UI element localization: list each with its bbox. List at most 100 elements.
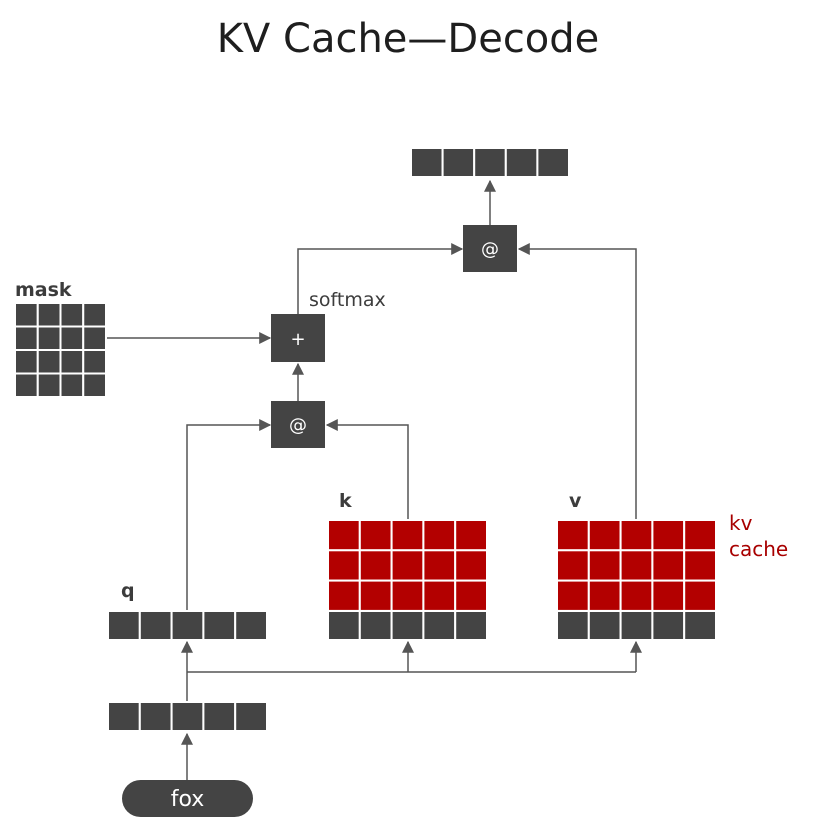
- matmul-scores-symbol: @: [289, 415, 307, 436]
- matrix-cell: [683, 610, 718, 641]
- k-label: k: [339, 490, 352, 512]
- embedding-vector: [107, 701, 268, 732]
- token-pill: fox: [122, 780, 253, 817]
- arrow-k-to-matmul: [325, 419, 409, 520]
- matrix-cell: [587, 610, 622, 641]
- matrix-cell: [422, 610, 457, 641]
- k-new-row: [327, 610, 489, 641]
- matrix-cell: [36, 372, 62, 398]
- arrow-v-to-matmul: [517, 243, 637, 520]
- matrix-cell: [441, 147, 476, 178]
- matrix-cell: [170, 701, 205, 732]
- connectors: [106, 179, 642, 780]
- matrix-cell: [619, 549, 654, 582]
- matrix-cell: [683, 579, 718, 612]
- matrix-cell: [170, 610, 205, 641]
- matrix-cell: [82, 325, 107, 351]
- matrix-cell: [36, 302, 62, 328]
- matmul-scores-box: [271, 401, 325, 448]
- matrix-cell: [536, 147, 571, 178]
- matrix-cell: [234, 701, 268, 732]
- matrix-cell: [651, 610, 686, 641]
- matrix-cell: [358, 610, 393, 641]
- matrix-cell: [683, 519, 718, 552]
- matrix-cell: [454, 549, 489, 582]
- matrix-cell: [107, 610, 141, 641]
- matrix-cell: [36, 349, 62, 375]
- matrix-cell: [327, 549, 361, 582]
- k-cache-matrix: [327, 519, 489, 612]
- matrix-cell: [390, 610, 425, 641]
- q-label: q: [121, 580, 135, 602]
- kv-cache-label-line1: kv: [729, 511, 753, 535]
- v-new-row: [556, 610, 718, 641]
- matrix-cell: [107, 701, 141, 732]
- matrix-cell: [556, 549, 590, 582]
- output-vector: [410, 147, 571, 178]
- matrix-cell: [619, 519, 654, 552]
- matrix-cell: [587, 579, 622, 612]
- matrix-cell: [358, 579, 393, 612]
- arrow-softmax-to-matmul: [297, 243, 464, 314]
- matrix-cell: [358, 549, 393, 582]
- q-vector: [107, 610, 268, 641]
- softmax-label: softmax: [309, 289, 386, 311]
- matrix-cell: [59, 325, 85, 351]
- matrix-cell: [138, 610, 173, 641]
- matrix-cell: [14, 302, 39, 328]
- add-operator: +: [271, 314, 325, 362]
- matrix-cell: [327, 579, 361, 612]
- matrix-cell: [651, 549, 686, 582]
- matrix-cell: [14, 325, 39, 351]
- matrix-cell: [422, 579, 457, 612]
- mask-label: mask: [15, 279, 72, 301]
- matrix-cell: [82, 372, 107, 398]
- matrix-cell: [390, 519, 425, 552]
- matrix-cell: [138, 701, 173, 732]
- matrix-cell: [454, 519, 489, 552]
- matrix-cell: [651, 579, 686, 612]
- kv-cache-label-line2: cache: [729, 537, 788, 561]
- matrix-cell: [473, 147, 507, 178]
- matrix-cell: [390, 579, 425, 612]
- matrix-cell: [504, 147, 539, 178]
- matrix-cell: [556, 579, 590, 612]
- matrix-cell: [556, 610, 590, 641]
- matrix-cell: [82, 349, 107, 375]
- matrix-cell: [202, 701, 237, 732]
- matrix-cell: [683, 549, 718, 582]
- matrix-cell: [390, 549, 425, 582]
- matrix-cell: [454, 610, 489, 641]
- matrix-cell: [82, 302, 107, 328]
- matrix-cell: [422, 519, 457, 552]
- matrix-cell: [587, 519, 622, 552]
- token-text: fox: [171, 787, 205, 812]
- matmul-output-symbol: @: [481, 239, 499, 260]
- add-box: [271, 314, 325, 362]
- matrix-cell: [202, 610, 237, 641]
- matrix-cell: [14, 372, 39, 398]
- matrix-cell: [327, 519, 361, 552]
- matrix-cell: [358, 519, 393, 552]
- matmul-scores-operator: @: [271, 401, 325, 448]
- v-cache-matrix: [556, 519, 718, 612]
- matrix-cell: [59, 372, 85, 398]
- matrix-cell: [234, 610, 268, 641]
- matrix-cell: [14, 349, 39, 375]
- matmul-output-box: [463, 225, 517, 272]
- matrix-cell: [422, 549, 457, 582]
- add-symbol: +: [290, 329, 305, 350]
- matmul-output-operator: @: [463, 225, 517, 272]
- matrix-cell: [59, 349, 85, 375]
- v-label: v: [569, 490, 582, 512]
- matrix-cell: [587, 549, 622, 582]
- matrix-cell: [619, 579, 654, 612]
- matrix-cell: [410, 147, 444, 178]
- arrow-q-to-matmul: [186, 419, 272, 610]
- matrix-cell: [327, 610, 361, 641]
- matrix-cell: [619, 610, 654, 641]
- matrix-cell: [651, 519, 686, 552]
- matrix-cell: [454, 579, 489, 612]
- diagram-title: KV Cache—Decode: [217, 16, 600, 62]
